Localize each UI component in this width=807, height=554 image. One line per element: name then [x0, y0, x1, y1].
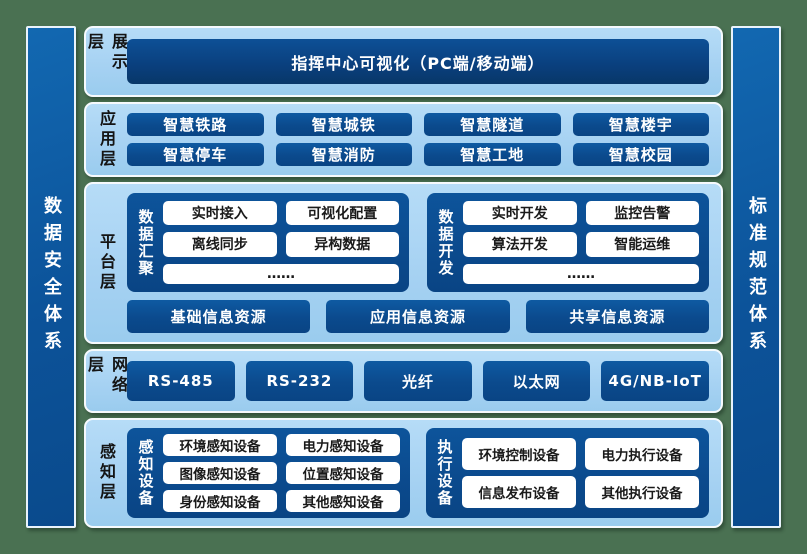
layer-stack: 展示层 指挥中心可视化（PC端/移动端） 应用层 智慧铁路 智慧城铁 智慧隧道 …	[84, 26, 723, 528]
device-env-sensing: 环境感知设备	[163, 434, 277, 456]
group-data-aggregation-grid: 实时接入 可视化配置 离线同步 异构数据 ……	[163, 201, 399, 284]
item-monitoring-alerts: 监控告警	[585, 201, 699, 226]
pillar-data-security: 数据安全体系	[26, 26, 76, 528]
item-heterogeneous-data: 异构数据	[285, 232, 399, 257]
app-box-smart-tunnel: 智慧隧道	[424, 113, 561, 136]
layer-network-label: 网络层	[85, 356, 128, 396]
network-box-rs485: RS-485	[127, 361, 235, 401]
group-sensing-devices-grid: 环境感知设备 电力感知设备 图像感知设备 位置感知设备 身份感知设备 其他感知设…	[163, 434, 400, 512]
item-development-ellipsis: ……	[463, 263, 699, 284]
item-offline-sync: 离线同步	[163, 232, 277, 257]
item-intelligent-ops: 智能运维	[585, 232, 699, 257]
item-realtime-development: 实时开发	[463, 201, 577, 226]
device-info-publish: 信息发布设备	[462, 476, 576, 508]
layer-network: 网络层 RS-485 RS-232 光纤 以太网 4G/NB-IoT	[84, 349, 723, 413]
layer-perception: 感知层 感知设备 环境感知设备 电力感知设备 图像感知设备 位置感知设备 身份感…	[84, 418, 723, 528]
group-sensing-devices-label: 感知设备	[136, 439, 155, 507]
group-data-development-grid: 实时开发 监控告警 算法开发 智能运维 ……	[463, 201, 699, 284]
layer-presentation-label: 展示层	[85, 33, 128, 73]
layer-network-body: RS-485 RS-232 光纤 以太网 4G/NB-IoT	[125, 356, 711, 406]
group-data-development-label: 数据开发	[436, 208, 455, 277]
app-box-smart-site: 智慧工地	[424, 143, 561, 166]
layer-platform: 平台层 数据汇聚 实时接入 可视化配置 离线同步 异构数据 ……	[84, 182, 723, 344]
layer-perception-label: 感知层	[97, 443, 116, 503]
command-center-visualization-box: 指挥中心可视化（PC端/移动端）	[127, 39, 709, 84]
device-env-control: 环境控制设备	[462, 438, 576, 470]
device-image-sensing: 图像感知设备	[163, 462, 277, 484]
network-box-fiber: 光纤	[364, 361, 472, 401]
item-algorithm-development: 算法开发	[463, 232, 577, 257]
network-box-ethernet: 以太网	[482, 361, 591, 401]
item-visual-config: 可视化配置	[285, 201, 399, 226]
device-power-sensing: 电力感知设备	[286, 434, 400, 456]
device-other-exec: 其他执行设备	[585, 476, 699, 508]
group-sensing-devices: 感知设备 环境感知设备 电力感知设备 图像感知设备 位置感知设备 身份感知设备 …	[127, 428, 410, 518]
layer-perception-body: 感知设备 环境感知设备 电力感知设备 图像感知设备 位置感知设备 身份感知设备 …	[125, 425, 711, 521]
app-box-smart-campus: 智慧校园	[572, 143, 709, 166]
group-execution-devices: 执行设备 环境控制设备 电力执行设备 信息发布设备 其他执行设备	[426, 428, 709, 518]
device-power-exec: 电力执行设备	[585, 438, 699, 470]
group-execution-devices-grid: 环境控制设备 电力执行设备 信息发布设备 其他执行设备	[462, 434, 699, 512]
layer-application: 应用层 智慧铁路 智慧城铁 智慧隧道 智慧楼宇 智慧停车 智慧消防 智慧工地 智…	[84, 102, 723, 177]
network-box-rs232: RS-232	[245, 361, 354, 401]
pillar-standards: 标准规范体系	[731, 26, 781, 528]
group-data-development: 数据开发 实时开发 监控告警 算法开发 智能运维 ……	[427, 193, 709, 292]
app-box-smart-metro: 智慧城铁	[275, 113, 412, 136]
item-realtime-access: 实时接入	[163, 201, 277, 226]
app-box-smart-fire: 智慧消防	[275, 143, 412, 166]
layer-application-label: 应用层	[97, 109, 116, 170]
pillar-data-security-label: 数据安全体系	[41, 196, 62, 358]
device-position-sensing: 位置感知设备	[286, 462, 400, 484]
network-box-4g-nbiot: 4G/NB-IoT	[601, 361, 709, 401]
app-box-smart-railway: 智慧铁路	[127, 113, 264, 136]
group-data-aggregation-label: 数据汇聚	[136, 208, 155, 277]
layer-platform-label: 平台层	[97, 233, 116, 293]
device-identity-sensing: 身份感知设备	[163, 490, 277, 512]
resource-basic-info: 基础信息资源	[127, 300, 311, 333]
item-aggregation-ellipsis: ……	[163, 263, 399, 284]
app-box-smart-building: 智慧楼宇	[572, 113, 709, 136]
layer-presentation-body: 指挥中心可视化（PC端/移动端）	[125, 33, 711, 90]
resource-shared-info: 共享信息资源	[525, 300, 709, 333]
layer-application-body: 智慧铁路 智慧城铁 智慧隧道 智慧楼宇 智慧停车 智慧消防 智慧工地 智慧校园	[125, 109, 711, 170]
app-box-smart-parking: 智慧停车	[127, 143, 264, 166]
resource-app-info: 应用信息资源	[326, 300, 510, 333]
platform-groups: 数据汇聚 实时接入 可视化配置 离线同步 异构数据 …… 数据开发 实时开发	[127, 193, 709, 292]
group-data-aggregation: 数据汇聚 实时接入 可视化配置 离线同步 异构数据 ……	[127, 193, 409, 292]
layer-presentation: 展示层 指挥中心可视化（PC端/移动端）	[84, 26, 723, 97]
pillar-standards-label: 标准规范体系	[746, 196, 767, 358]
device-other-sensing: 其他感知设备	[286, 490, 400, 512]
platform-resources: 基础信息资源 应用信息资源 共享信息资源	[127, 300, 709, 333]
layer-platform-body: 数据汇聚 实时接入 可视化配置 离线同步 异构数据 …… 数据开发 实时开发	[125, 189, 711, 337]
group-execution-devices-label: 执行设备	[435, 439, 454, 507]
